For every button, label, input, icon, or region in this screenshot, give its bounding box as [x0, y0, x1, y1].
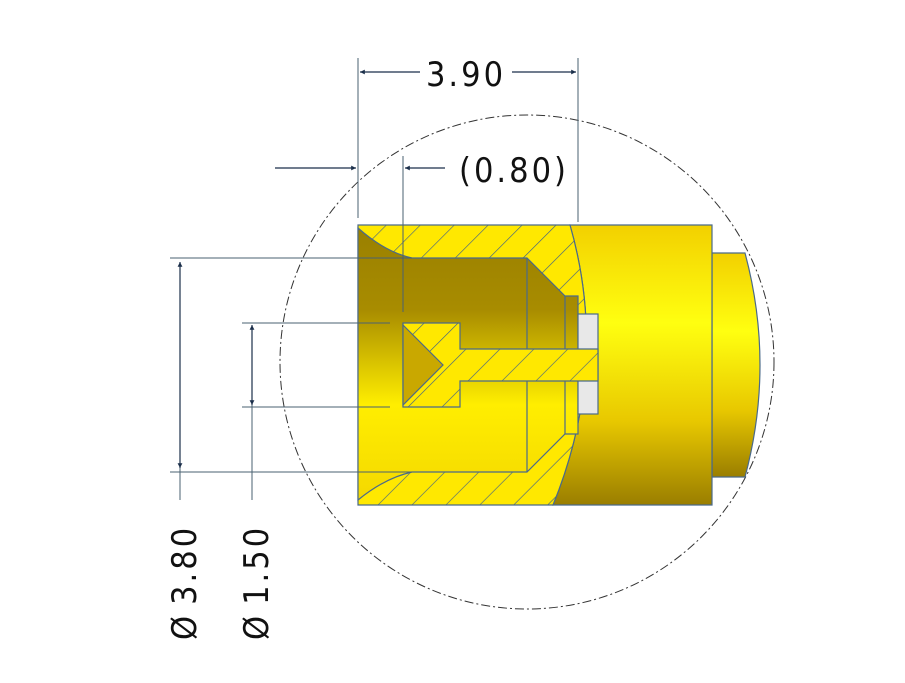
svg-text:Ø3.80: Ø 3.80 — [165, 525, 205, 640]
dim-length-ref: (0.80) — [459, 151, 569, 191]
diameter-symbol-outer: Ø — [165, 613, 205, 640]
dim-diameter-outer: 3.80 — [165, 525, 205, 605]
detail-circle — [279, 114, 775, 610]
diameter-symbol-inner: Ø — [237, 613, 277, 640]
svg-text:Ø1.50: Ø 1.50 — [237, 525, 277, 640]
pin-cone — [402, 323, 444, 407]
part-stub — [711, 252, 761, 478]
dim-length-total: 3.90 — [426, 55, 506, 95]
center-pin — [402, 322, 599, 408]
dim-diameter-inner: 1.50 — [237, 525, 277, 605]
